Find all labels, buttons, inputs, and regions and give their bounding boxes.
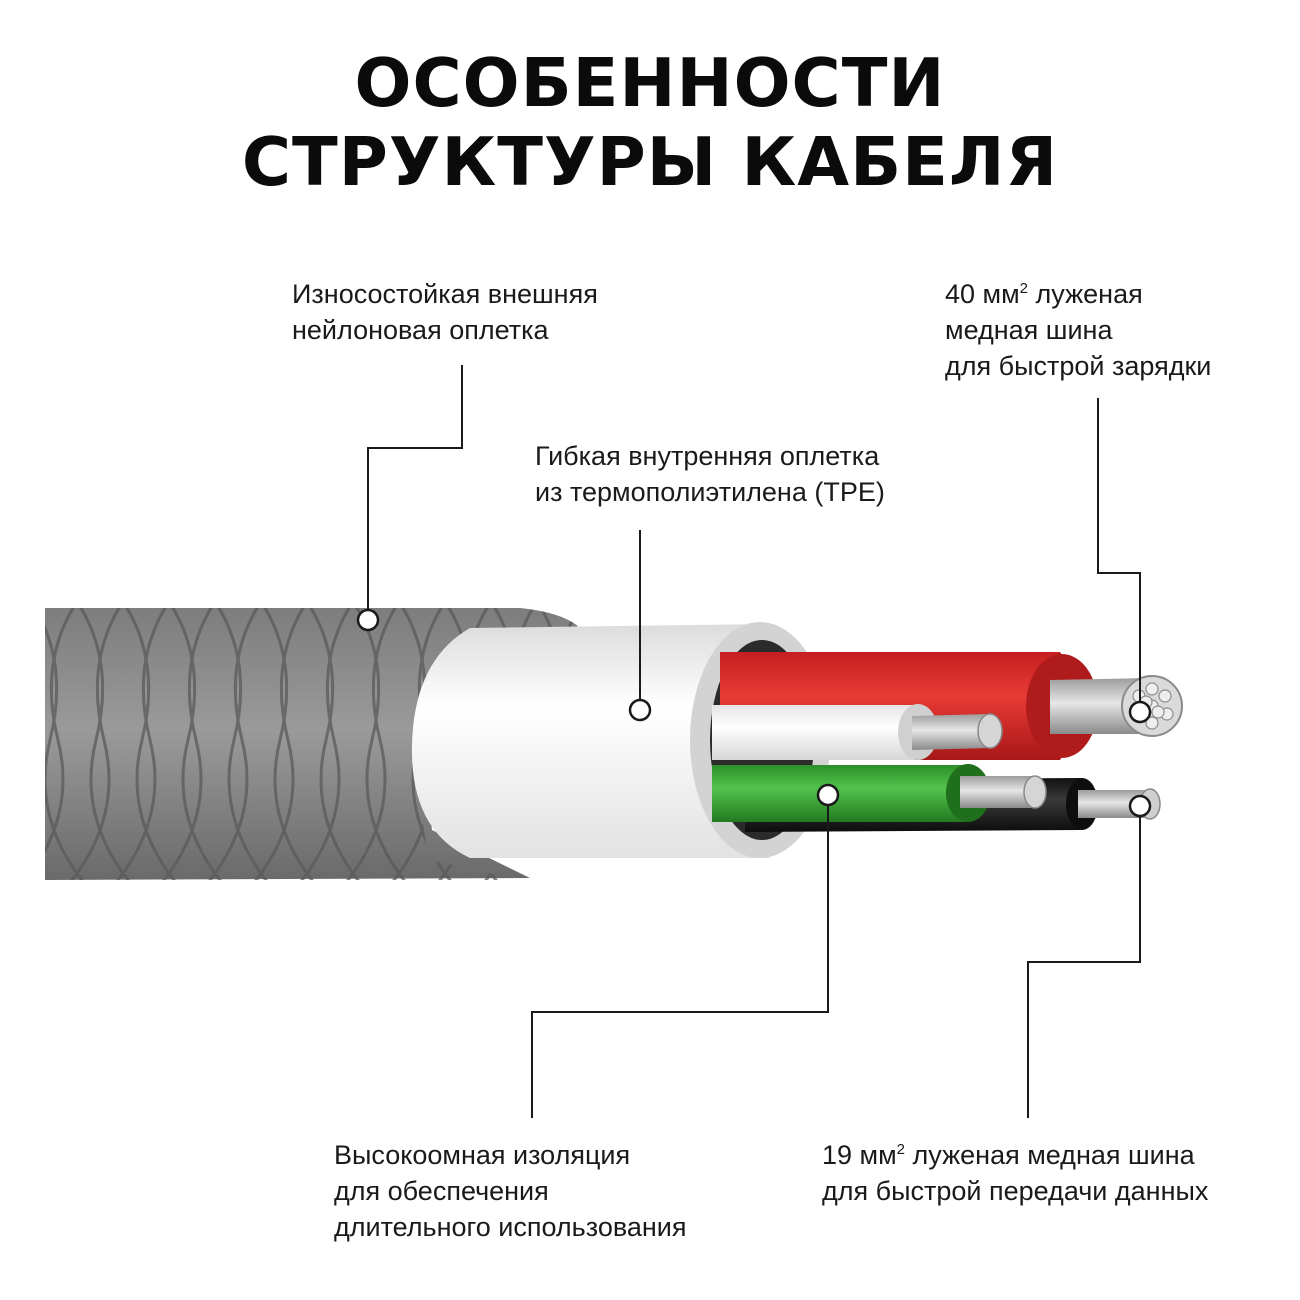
copper-strand-end: [1145, 682, 1159, 696]
label-data-bus: 19 мм2 луженая медная шина для быстрой п…: [822, 1137, 1208, 1209]
label-insulation-line-1: Высокоомная изоляция: [334, 1140, 631, 1170]
braid-strand: [45, 608, 92, 880]
braid-strand: [304, 608, 368, 880]
white-wire: [712, 704, 1003, 760]
braid-strand: [166, 608, 230, 880]
label-charging-bus-line-1: 40 мм2 луженая: [945, 276, 1211, 312]
braid-strand: [74, 608, 138, 880]
title-line-1: ОСОБЕННОСТИ: [354, 44, 946, 122]
leader-line-charging-bus: [1097, 398, 1141, 712]
leader-line-insulation: [531, 795, 829, 1118]
marker-charging-bus: [1128, 700, 1152, 724]
marker-outer-braid: [356, 608, 380, 632]
label-outer-braid-line-1: Износостойкая внешняя: [292, 279, 598, 309]
label-charging-bus-size: 40 мм: [945, 279, 1020, 309]
label-data-bus-size: 19 мм: [822, 1140, 897, 1170]
braid-strand: [292, 608, 356, 880]
braid-strand: [45, 608, 80, 880]
label-data-bus-superscript: 2: [896, 1141, 906, 1158]
braid-strand: [120, 608, 184, 880]
braid-strand: [212, 608, 276, 880]
page-title: ОСОБЕННОСТИ СТРУКТУРЫ КАБЕЛЯ: [0, 50, 1300, 196]
label-inner-braid: Гибкая внутренняя оплетка из термополиэт…: [535, 438, 885, 510]
marker-inner-braid: [628, 698, 652, 722]
braid-strand: [258, 608, 322, 880]
braid-strand: [350, 608, 414, 880]
braid-strand: [338, 608, 402, 880]
copper-strand-end: [1145, 716, 1159, 730]
label-data-bus-line-2: для быстрой передачи данных: [822, 1176, 1209, 1206]
label-data-bus-rest: луженая медная шина: [905, 1140, 1195, 1170]
copper-strand-end: [1151, 705, 1165, 719]
label-insulation-line-2: для обеспечения: [334, 1176, 549, 1206]
leader-line-outer-braid: [367, 365, 463, 620]
braid-strand: [246, 608, 310, 880]
braid-strand: [45, 608, 46, 880]
label-charging-bus-line-3: для быстрой зарядки: [945, 351, 1212, 381]
green-wire: [712, 764, 1047, 822]
label-inner-braid-line-1: Гибкая внутренняя оплетка: [535, 441, 880, 471]
braid-strand: [62, 608, 126, 880]
label-data-bus-line-1: 19 мм2 луженая медная шина: [822, 1137, 1208, 1173]
label-outer-braid-line-2: нейлоновая оплетка: [292, 315, 549, 345]
braid-strand: [200, 608, 264, 880]
label-charging-bus-superscript: 2: [1019, 280, 1029, 297]
copper-strand-end: [1158, 689, 1172, 703]
braid-strand: [154, 608, 218, 880]
label-charging-bus-line-2: медная шина: [945, 315, 1113, 345]
braid-strand: [0, 600, 32, 890]
label-insulation: Высокоомная изоляция для обеспечения дли…: [334, 1137, 687, 1245]
marker-data-bus: [1128, 794, 1152, 818]
label-outer-braid: Износостойкая внешняя нейлоновая оплетка: [292, 276, 598, 348]
braid-strand: [108, 608, 172, 880]
title-line-2: СТРУКТУРЫ КАБЕЛЯ: [241, 123, 1059, 201]
marker-insulation: [816, 783, 840, 807]
label-charging-bus-rest: луженая: [1028, 279, 1143, 309]
leader-line-data-bus: [1027, 806, 1141, 1118]
label-insulation-line-3: длительного использования: [334, 1212, 687, 1242]
label-inner-braid-line-2: из термополиэтилена (TPE): [535, 477, 885, 507]
label-charging-bus: 40 мм2 луженая медная шина для быстрой з…: [945, 276, 1211, 384]
